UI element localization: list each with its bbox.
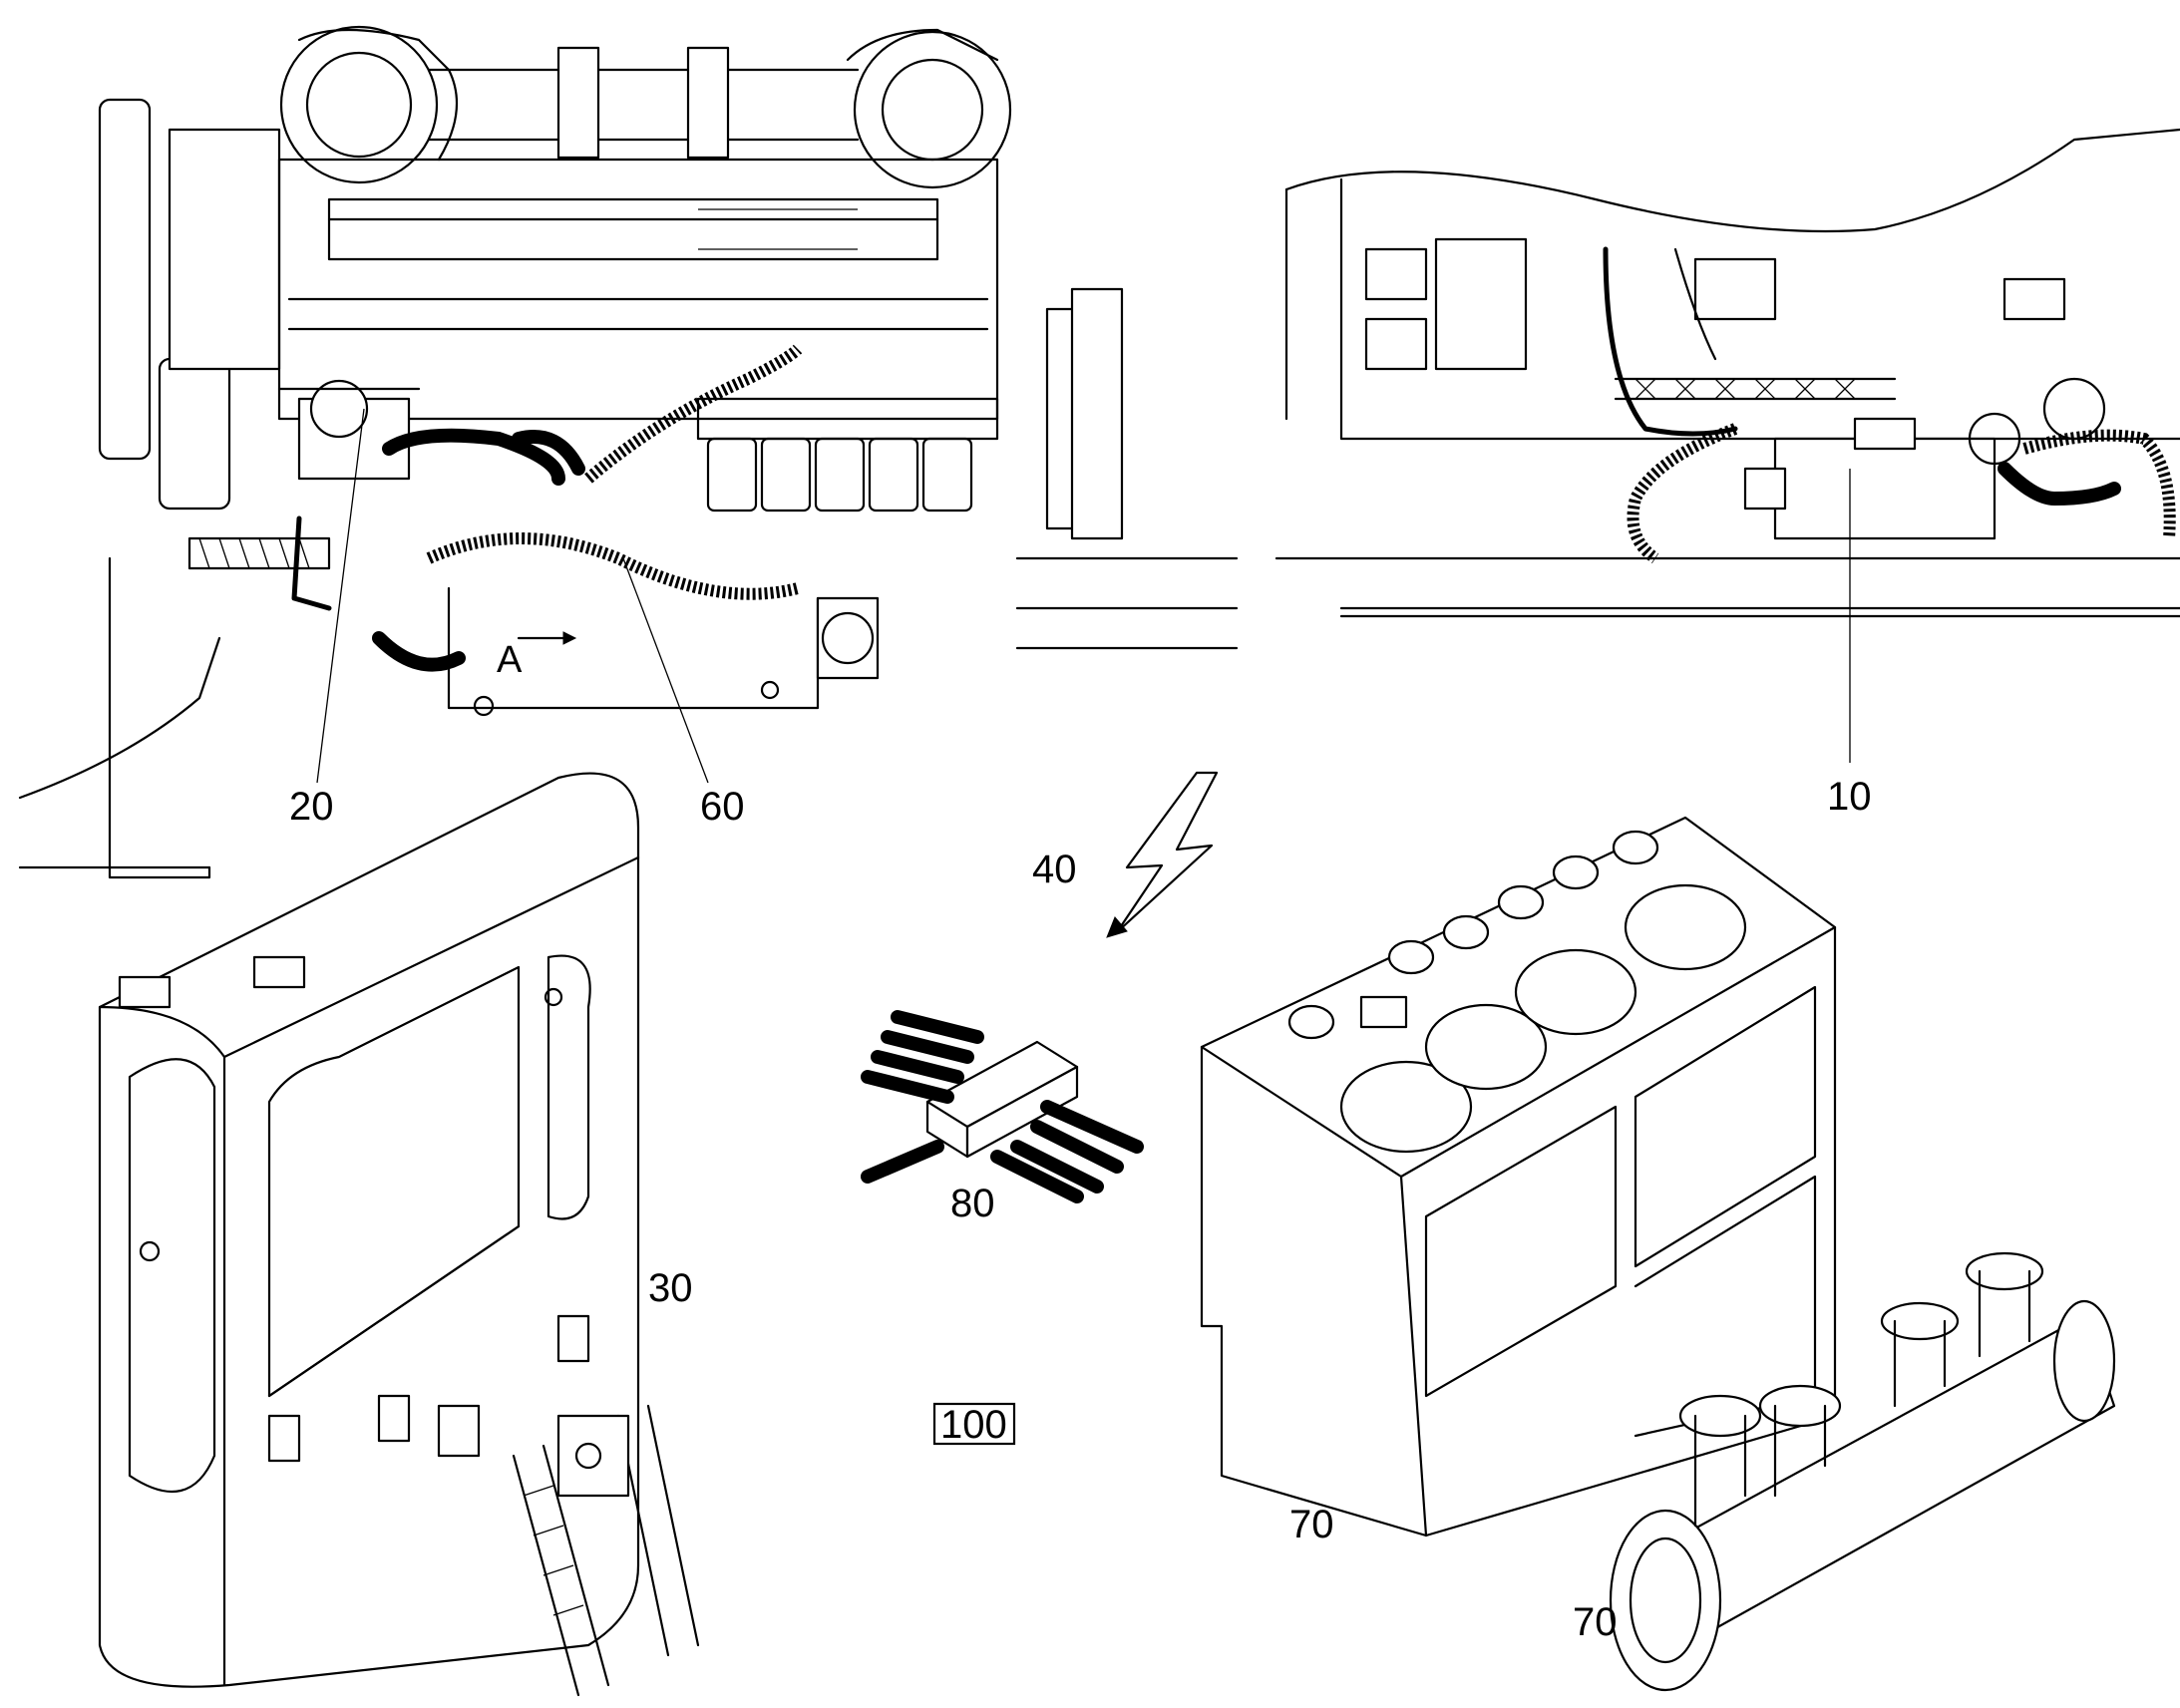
turbocharger-left (279, 25, 459, 184)
pipe-manifold (1609, 1251, 2116, 1692)
lightning-symbol (1106, 771, 1219, 938)
turbocharger-right (846, 28, 1012, 189)
valve-block (1743, 377, 2106, 540)
tank-assembly (1200, 816, 1837, 1537)
valve-manifold (861, 1010, 1144, 1203)
frame-section-view (1274, 128, 2180, 763)
callout-70-pipe: 70 (1573, 1600, 1618, 1644)
callout-40: 40 (1032, 848, 1077, 891)
callout-70-tank: 70 (1289, 1503, 1334, 1546)
callout-100-box (932, 1402, 1016, 1446)
callout-10: 10 (1827, 775, 1872, 819)
filter-bank (696, 397, 999, 512)
pump-component (277, 379, 421, 481)
view-marker-a: A (497, 639, 523, 681)
engine-assembly-view: A (18, 25, 1239, 879)
callout-100: 100 (940, 1403, 1007, 1447)
housing-panel (98, 772, 700, 1697)
callout-20: 20 (289, 785, 334, 829)
callout-30: 30 (648, 1266, 693, 1310)
callout-80: 80 (950, 1182, 995, 1225)
callout-60: 60 (700, 785, 745, 829)
